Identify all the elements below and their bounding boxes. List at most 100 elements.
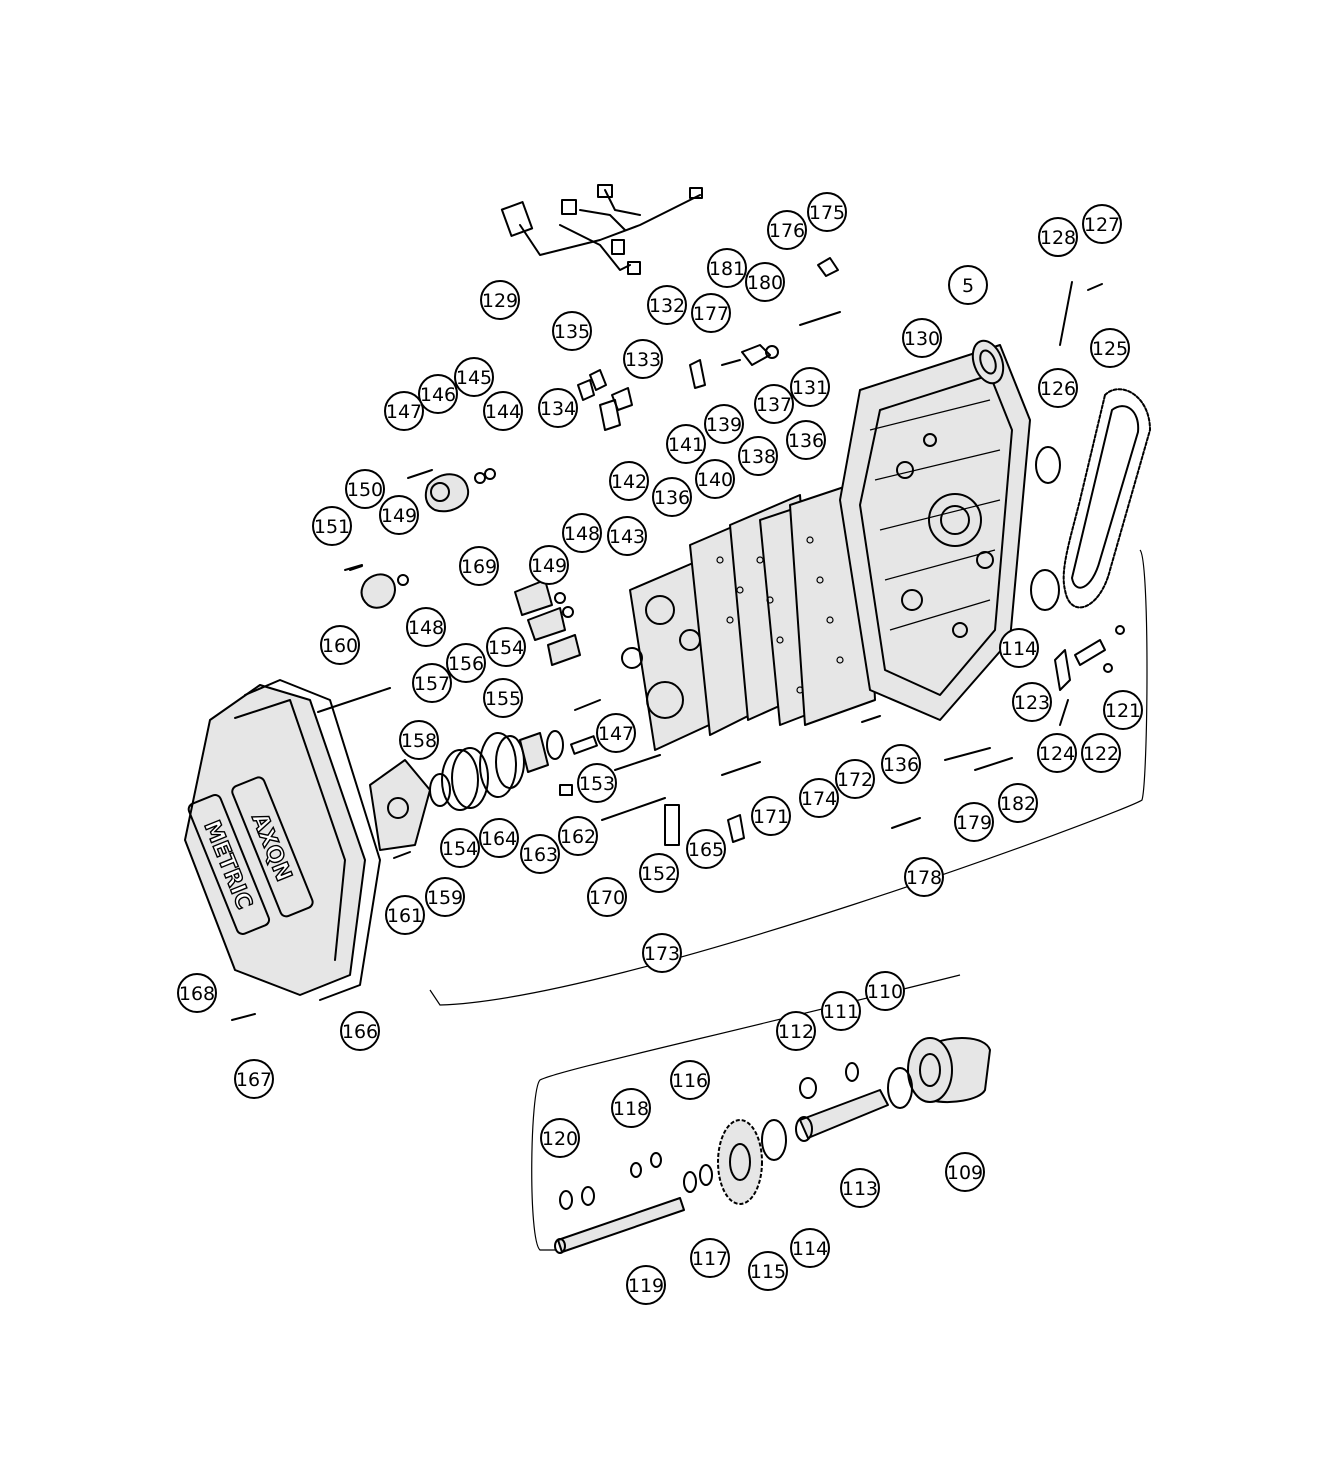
callout-149: 149 — [529, 545, 569, 585]
callout-circle — [999, 628, 1039, 668]
callout-125: 125 — [1090, 328, 1130, 368]
callout-circle — [745, 262, 785, 302]
callout-label: 111 — [823, 1001, 859, 1023]
callout-label: 174 — [801, 788, 837, 810]
callout-155: 155 — [483, 678, 523, 718]
callout-label: 146 — [420, 384, 456, 406]
callout-label: 136 — [788, 430, 824, 452]
callout-143: 143 — [607, 516, 647, 556]
callout-circle — [320, 625, 360, 665]
callout-circle — [486, 627, 526, 667]
callout-circle — [611, 1088, 651, 1128]
callout-circle — [540, 1118, 580, 1158]
callout-139: 139 — [704, 404, 744, 444]
callout-circle — [529, 545, 569, 585]
callout-label: 151 — [314, 516, 350, 538]
callout-label: 128 — [1040, 227, 1076, 249]
callout-162: 162 — [558, 816, 598, 856]
callout-117: 117 — [690, 1238, 730, 1278]
callout-circle — [480, 280, 520, 320]
callout-118: 118 — [611, 1088, 651, 1128]
callout-147: 147 — [596, 713, 636, 753]
callout-circle — [748, 1251, 788, 1291]
callout-141: 141 — [666, 424, 706, 464]
callout-label: 130 — [904, 328, 940, 350]
solenoid-169 — [514, 579, 581, 666]
callout-115: 115 — [748, 1251, 788, 1291]
callout-label: 152 — [641, 863, 677, 885]
callout-circle — [538, 388, 578, 428]
callout-175: 175 — [807, 192, 847, 232]
callout-label: 119 — [628, 1275, 664, 1297]
callout-label: 164 — [481, 828, 517, 850]
callout-119: 119 — [626, 1265, 666, 1305]
callout-label: 127 — [1084, 214, 1120, 236]
callout-label: 150 — [347, 479, 383, 501]
transaxle-case-cover — [839, 344, 1031, 721]
callout-label: 154 — [442, 838, 478, 860]
callout-154: 154 — [486, 627, 526, 667]
callout-label: 114 — [792, 1238, 828, 1260]
callout-166: 166 — [340, 1011, 380, 1051]
callout-label: 148 — [564, 523, 600, 545]
callout-circle — [607, 516, 647, 556]
callout-label: 154 — [488, 637, 524, 659]
callout-circle — [786, 420, 826, 460]
callout-circle — [1090, 328, 1130, 368]
pin-153 — [570, 735, 598, 755]
callout-130: 130 — [902, 318, 942, 358]
callout-circle — [807, 192, 847, 232]
callout-label: 143 — [609, 526, 645, 548]
callout-circle — [738, 436, 778, 476]
callout-label: 173 — [644, 943, 680, 965]
callout-label: 159 — [427, 887, 463, 909]
callout-label: 180 — [747, 272, 783, 294]
callout-121: 121 — [1103, 690, 1143, 730]
callout-label: 170 — [589, 887, 625, 909]
callout-142: 142 — [609, 461, 649, 501]
callout-circle — [558, 816, 598, 856]
callout-circle — [623, 339, 663, 379]
callout-label: 149 — [381, 505, 417, 527]
callout-circle — [596, 713, 636, 753]
callout-5: 5 — [948, 265, 988, 305]
callout-circle — [840, 1168, 880, 1208]
callout-158: 158 — [399, 720, 439, 760]
callout-circle — [412, 663, 452, 703]
callout-label: 136 — [654, 487, 690, 509]
callout-178: 178 — [904, 857, 944, 897]
callout-148: 148 — [562, 513, 602, 553]
callout-128: 128 — [1038, 217, 1078, 257]
callout-181: 181 — [707, 248, 747, 288]
callout-label: 148 — [408, 617, 444, 639]
callout-label: 179 — [956, 812, 992, 834]
callout-circle — [1038, 217, 1078, 257]
callout-circle — [691, 293, 731, 333]
callout-114: 114 — [790, 1228, 830, 1268]
callout-circle — [479, 818, 519, 858]
callout-label: 161 — [387, 905, 423, 927]
callout-circle — [776, 1011, 816, 1051]
bolt-127 — [1087, 283, 1103, 291]
callout-circle — [790, 367, 830, 407]
callout-146: 146 — [418, 374, 458, 414]
callout-circle — [345, 469, 385, 509]
callout-circle — [406, 607, 446, 647]
callout-116: 116 — [670, 1060, 710, 1100]
callout-134: 134 — [538, 388, 578, 428]
callout-label: 117 — [692, 1248, 728, 1270]
callout-label: 169 — [461, 556, 497, 578]
callout-label: 116 — [672, 1070, 708, 1092]
callout-circle — [340, 1011, 380, 1051]
callout-label: 132 — [649, 295, 685, 317]
callout-140: 140 — [695, 459, 735, 499]
callout-circle — [483, 678, 523, 718]
callout-138: 138 — [738, 436, 778, 476]
callout-circle — [520, 834, 560, 874]
callout-label: 129 — [482, 290, 518, 312]
callout-144: 144 — [483, 391, 523, 431]
callout-circle — [945, 1152, 985, 1192]
callout-157: 157 — [412, 663, 452, 703]
callout-136: 136 — [881, 744, 921, 784]
callout-circle — [642, 933, 682, 973]
